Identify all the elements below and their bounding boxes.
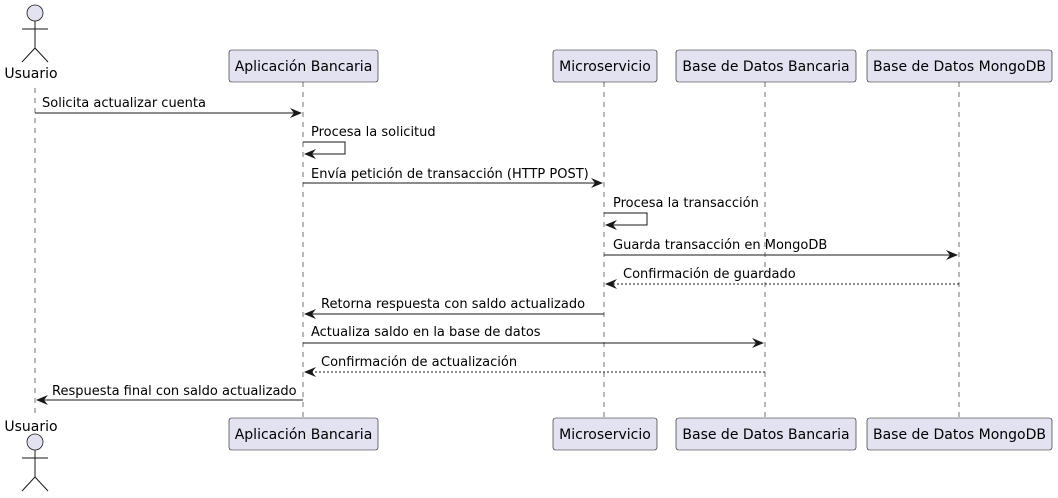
message-label: Confirmación de guardado [623, 267, 796, 282]
participant-label-microservicio-top: Microservicio [559, 59, 651, 75]
message-label: Solicita actualizar cuenta [42, 96, 206, 111]
message-label: Retorna respuesta con saldo actualizado [321, 297, 585, 312]
message-1: Solicita actualizar cuenta [35, 96, 302, 118]
message-label: Confirmación de actualización [321, 355, 517, 370]
actor-usuario-top: Usuario [4, 4, 58, 82]
message-label: Respuesta final con saldo actualizado [52, 384, 297, 399]
actor-leg-right-icon [34, 476, 49, 492]
participant-box [675, 49, 857, 83]
message-label: Procesa la transacción [613, 196, 759, 211]
participant-label-base-de-datos-mongodb-bottom: Base de Datos MongoDB [873, 427, 1046, 443]
participant-base-de-datos-mongodb-top: Base de Datos MongoDB [866, 49, 1053, 83]
message-5: Guarda transacción en MongoDB [604, 238, 958, 260]
participant-microservicio-top: Microservicio [552, 49, 658, 83]
participant-label-aplicacion-bancaria-top: Aplicación Bancaria [235, 59, 373, 75]
participant-base-de-datos-bancaria-top: Base de Datos Bancaria [675, 49, 857, 83]
message-10: Respuesta final con saldo actualizado [36, 384, 303, 405]
participant-label-usuario-top: Usuario [4, 66, 57, 82]
message-label: Guarda transacción en MongoDB [613, 238, 827, 253]
message-6: Confirmación de guardado [605, 267, 959, 289]
message-7: Retorna respuesta con saldo actualizado [304, 297, 604, 319]
message-2: Procesa la solicitud [303, 125, 436, 159]
participant-box [552, 417, 658, 451]
participant-box [228, 417, 379, 451]
message-3: Envía petición de transacción (HTTP POST… [303, 167, 603, 188]
participant-microservicio-bottom: Microservicio [552, 417, 658, 451]
participant-label-base-de-datos-mongodb-top: Base de Datos MongoDB [873, 59, 1046, 75]
participant-aplicacion-bancaria-bottom: Aplicación Bancaria [228, 417, 379, 451]
participant-base-de-datos-mongodb-bottom: Base de Datos MongoDB [866, 417, 1053, 451]
participant-label-base-de-datos-bancaria-top: Base de Datos Bancaria [682, 59, 849, 75]
actor-leg-left-icon [21, 47, 36, 63]
participant-label-aplicacion-bancaria-bottom: Aplicación Bancaria [235, 427, 373, 443]
message-label: Procesa la solicitud [311, 125, 436, 140]
message-arrow-self [604, 212, 648, 230]
actor-leg-left-icon [21, 476, 36, 492]
message-label: Actualiza saldo en la base de datos [311, 325, 541, 340]
participant-aplicacion-bancaria-top: Aplicación Bancaria [228, 49, 379, 83]
participant-box [228, 49, 379, 83]
message-4: Procesa la transacción [604, 196, 759, 230]
message-label: Envía petición de transacción (HTTP POST… [311, 167, 589, 182]
actor-leg-right-icon [34, 47, 49, 63]
participant-label-microservicio-bottom: Microservicio [559, 427, 651, 443]
participant-box [866, 417, 1053, 451]
participant-box [552, 49, 658, 83]
actor-head-icon [26, 4, 44, 22]
message-8: Actualiza saldo en la base de datos [303, 325, 764, 348]
message-9: Confirmación de actualización [304, 355, 765, 377]
message-arrow-self [303, 141, 346, 159]
actor-head-icon [26, 433, 44, 451]
participant-label-base-de-datos-bancaria-bottom: Base de Datos Bancaria [682, 427, 849, 443]
participant-base-de-datos-bancaria-bottom: Base de Datos Bancaria [675, 417, 857, 451]
participant-label-usuario-bottom: Usuario [4, 419, 57, 435]
actor-usuario-bottom: Usuario [4, 419, 58, 492]
participant-box [866, 49, 1053, 83]
participant-box [675, 417, 857, 451]
